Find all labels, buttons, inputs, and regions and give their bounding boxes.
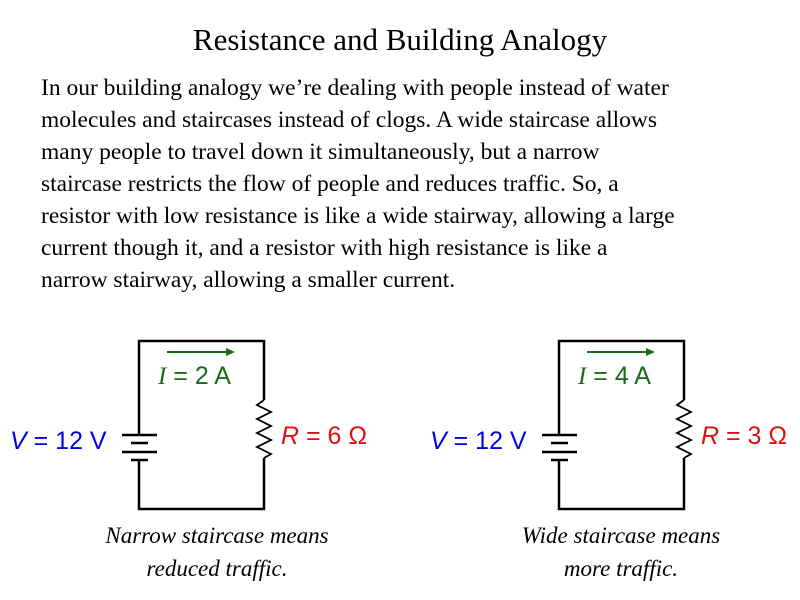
voltage-symbol: V bbox=[430, 427, 447, 455]
current-symbol: I bbox=[578, 363, 587, 390]
voltage-label-2: V = 12 V bbox=[430, 427, 527, 456]
voltage-value: = 12 V bbox=[446, 427, 527, 455]
voltage-value: = 12 V bbox=[26, 427, 107, 455]
resistance-symbol: R bbox=[281, 422, 300, 450]
body-line: staircase restricts the flow of people a… bbox=[41, 171, 619, 197]
current-value: = 4 A bbox=[586, 362, 651, 390]
resistance-label-2: R = 3 Ω bbox=[701, 422, 787, 451]
body-text: In our building analogy we’re dealing wi… bbox=[41, 72, 675, 296]
voltage-symbol: V bbox=[10, 427, 27, 455]
body-line: narrow stairway, allowing a smaller curr… bbox=[41, 267, 456, 293]
voltage-label-1: V = 12 V bbox=[10, 427, 107, 456]
caption-line: reduced traffic. bbox=[146, 556, 288, 581]
resistance-symbol: R bbox=[701, 422, 720, 450]
resistance-value: = 6 Ω bbox=[299, 422, 368, 450]
body-line: many people to travel down it simultaneo… bbox=[41, 139, 600, 165]
current-value: = 2 A bbox=[166, 362, 231, 390]
current-symbol: I bbox=[158, 363, 167, 390]
current-label-1: I = 2 A bbox=[158, 362, 231, 391]
caption-line: more traffic. bbox=[563, 556, 679, 581]
body-line: resistor with low resistance is like a w… bbox=[41, 203, 675, 229]
resistance-value: = 3 Ω bbox=[719, 422, 788, 450]
current-label-2: I = 4 A bbox=[578, 362, 651, 391]
body-line: current though it, and a resistor with h… bbox=[41, 235, 608, 261]
slide-title: Resistance and Building Analogy bbox=[192, 22, 608, 57]
caption-2: Wide staircase means more traffic. bbox=[471, 519, 771, 585]
caption-line: Wide staircase means bbox=[521, 523, 721, 548]
caption-1: Narrow staircase means reduced traffic. bbox=[67, 519, 367, 585]
body-line: molecules and staircases instead of clog… bbox=[41, 107, 658, 133]
resistance-label-1: R = 6 Ω bbox=[281, 422, 367, 451]
body-line: In our building analogy we’re dealing wi… bbox=[41, 75, 669, 101]
caption-line: Narrow staircase means bbox=[105, 523, 329, 548]
